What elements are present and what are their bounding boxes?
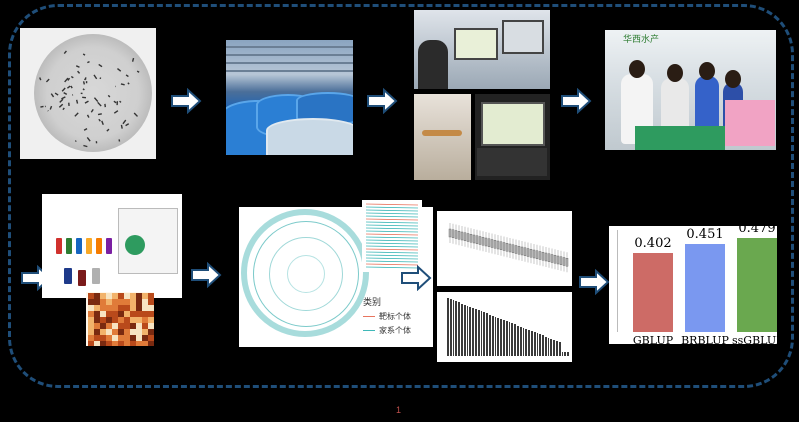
tree-legend-title: 类别 — [363, 297, 382, 307]
genotyping-kit-photo — [42, 194, 182, 298]
team-sign: 华西水产 — [623, 34, 660, 44]
fish-larvae-dish-photo — [20, 28, 156, 159]
bar-value-label: 0.479 — [738, 226, 776, 236]
page-number: 1 — [396, 405, 402, 415]
kit-box — [118, 208, 178, 274]
bar-category-label: GBLUP — [632, 334, 674, 344]
sorted-bar-panel — [437, 292, 572, 362]
y-axis — [617, 230, 618, 332]
arrow-right-icon — [367, 88, 398, 114]
lab-workstation-photo — [414, 10, 550, 89]
aquaculture-tanks-photo — [226, 40, 353, 155]
bar-value-label: 0.402 — [634, 236, 672, 251]
legend-swatch-family — [363, 330, 375, 331]
bar-category-label: ssGBLUP — [732, 334, 777, 344]
arrow-right-icon — [171, 88, 202, 114]
fish-measuring-photo — [414, 94, 471, 180]
bar-ssgblup — [737, 238, 777, 332]
tree-legend: 类别 靶标个体 家系个体 — [363, 295, 411, 336]
sampling-team-photo: 华西水产 — [605, 30, 776, 150]
arrow-right-icon — [561, 88, 592, 114]
bar-brblup — [685, 244, 725, 332]
bar-category-label: BRBLUP — [681, 334, 729, 344]
arrow-right-icon — [579, 269, 610, 295]
legend-item-target: 靶标个体 — [379, 312, 411, 321]
workflow-frame — [8, 4, 794, 388]
bar-gblup — [633, 253, 673, 332]
arrow-right-icon — [191, 262, 222, 288]
tree-zoom-inset — [362, 200, 422, 272]
legend-item-family: 家系个体 — [379, 326, 411, 335]
boxplot-panel — [437, 211, 572, 286]
fish-larvae-dots — [39, 50, 140, 148]
genotype-heatmap — [86, 292, 154, 346]
bar-value-label: 0.451 — [686, 227, 724, 242]
petri-dish — [34, 34, 152, 152]
laptop-software-photo — [475, 94, 550, 180]
arrow-right-icon — [401, 265, 432, 291]
legend-swatch-target — [363, 316, 375, 317]
